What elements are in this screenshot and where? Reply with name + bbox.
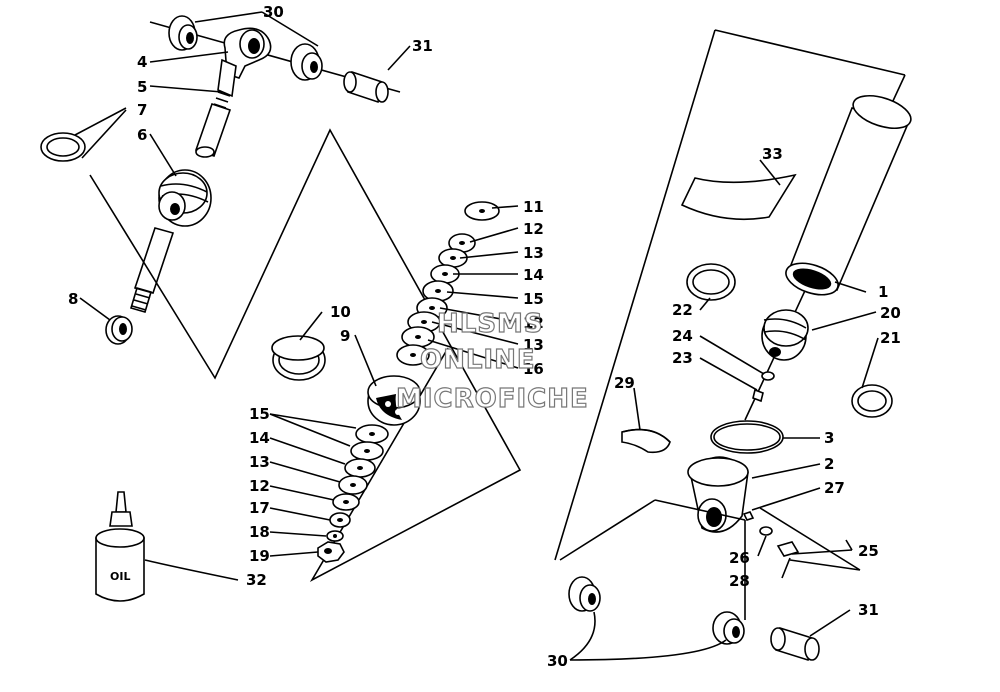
rod-lower <box>130 227 175 313</box>
body-2 <box>687 456 749 533</box>
callout-25: 25 <box>858 542 879 560</box>
seal-3-inner <box>713 423 781 451</box>
spacer-31-bottom <box>770 626 820 662</box>
callout-28: 28 <box>729 572 750 590</box>
oil-bottle-32: OIL <box>95 491 145 602</box>
callout-16: 16 <box>523 360 544 378</box>
callout-13-c: 13 <box>249 453 270 471</box>
watermark-line-3: MICROFICHE <box>396 384 589 414</box>
callout-7: 7 <box>137 101 147 119</box>
valve-23 <box>752 388 764 403</box>
callout-32: 32 <box>246 571 267 589</box>
o-ring-7-inner <box>46 137 80 157</box>
valve-28 <box>776 541 800 557</box>
callout-29: 29 <box>614 374 635 392</box>
callout-17: 17 <box>249 499 270 517</box>
callout-numbers: 30 31 4 5 7 6 8 10 9 11 12 13 14 15 12 1… <box>68 3 901 670</box>
callout-5: 5 <box>137 78 147 96</box>
bracket-25 <box>759 507 861 571</box>
callout-18: 18 <box>249 523 270 541</box>
callout-31-b: 31 <box>858 601 879 619</box>
callout-12-c: 12 <box>249 477 270 495</box>
callout-13: 13 <box>523 244 544 262</box>
callout-21: 21 <box>880 329 901 347</box>
callout-12-b: 12 <box>523 314 544 332</box>
washer-26 <box>759 526 773 536</box>
callout-2: 2 <box>824 455 834 473</box>
o-ring-21-inner <box>857 390 887 412</box>
end-cap-20 <box>761 309 809 361</box>
callout-13-b: 13 <box>523 336 544 354</box>
callout-9: 9 <box>340 327 350 345</box>
callout-14-b: 14 <box>249 429 270 447</box>
callout-4: 4 <box>137 53 147 71</box>
piston-9 <box>367 375 421 426</box>
washer-stack-lower <box>317 424 389 563</box>
ring-10 <box>271 335 326 381</box>
leader-lines <box>74 11 879 661</box>
callout-26: 26 <box>729 549 750 567</box>
valve-stack-panel <box>89 128 522 583</box>
oil-label: OIL <box>110 570 130 583</box>
washer-stack-upper <box>396 201 500 366</box>
callout-24: 24 <box>672 327 693 345</box>
decal-29 <box>621 428 671 454</box>
callout-15-b: 15 <box>249 405 270 423</box>
callout-8: 8 <box>68 290 78 308</box>
callout-27: 27 <box>824 479 845 497</box>
lower-panel-outline <box>559 499 746 620</box>
cap-6 <box>158 169 212 227</box>
callout-31: 31 <box>412 37 433 55</box>
callout-1: 1 <box>878 283 888 301</box>
callout-10: 10 <box>330 303 351 321</box>
spacer-31 <box>343 70 389 104</box>
ring-22 <box>686 263 736 301</box>
washer-24 <box>761 371 775 381</box>
callout-11: 11 <box>523 198 544 216</box>
pin-27 <box>742 511 755 521</box>
callout-19: 19 <box>249 547 270 565</box>
callout-30-b: 30 <box>547 652 568 670</box>
nut-8 <box>105 315 133 345</box>
bushing-30-bottom-a <box>568 576 601 612</box>
callout-23: 23 <box>672 349 693 367</box>
bushing-30-bottom-b <box>712 611 745 645</box>
watermark-line-1: HLSMS <box>437 309 544 339</box>
upper-eye-assembly <box>40 15 401 345</box>
eye-4 <box>217 27 272 98</box>
callout-12: 12 <box>523 220 544 238</box>
callout-30: 30 <box>263 3 284 21</box>
callout-33: 33 <box>762 145 783 163</box>
bushing-30-right <box>290 43 323 81</box>
tube-1 <box>785 94 912 296</box>
callout-14: 14 <box>523 266 544 284</box>
watermark: HLSMS ONLINE MICROFICHE <box>395 308 589 414</box>
decal-33 <box>680 173 797 221</box>
bushing-30-left <box>168 15 198 51</box>
callout-15: 15 <box>523 290 544 308</box>
watermark-line-2: ONLINE <box>420 345 536 375</box>
callout-22: 22 <box>672 301 693 319</box>
shaft-5 <box>194 91 232 158</box>
callout-6: 6 <box>137 126 147 144</box>
reservoir-assembly <box>554 29 912 662</box>
callout-3: 3 <box>824 429 834 447</box>
callout-20: 20 <box>880 304 901 322</box>
